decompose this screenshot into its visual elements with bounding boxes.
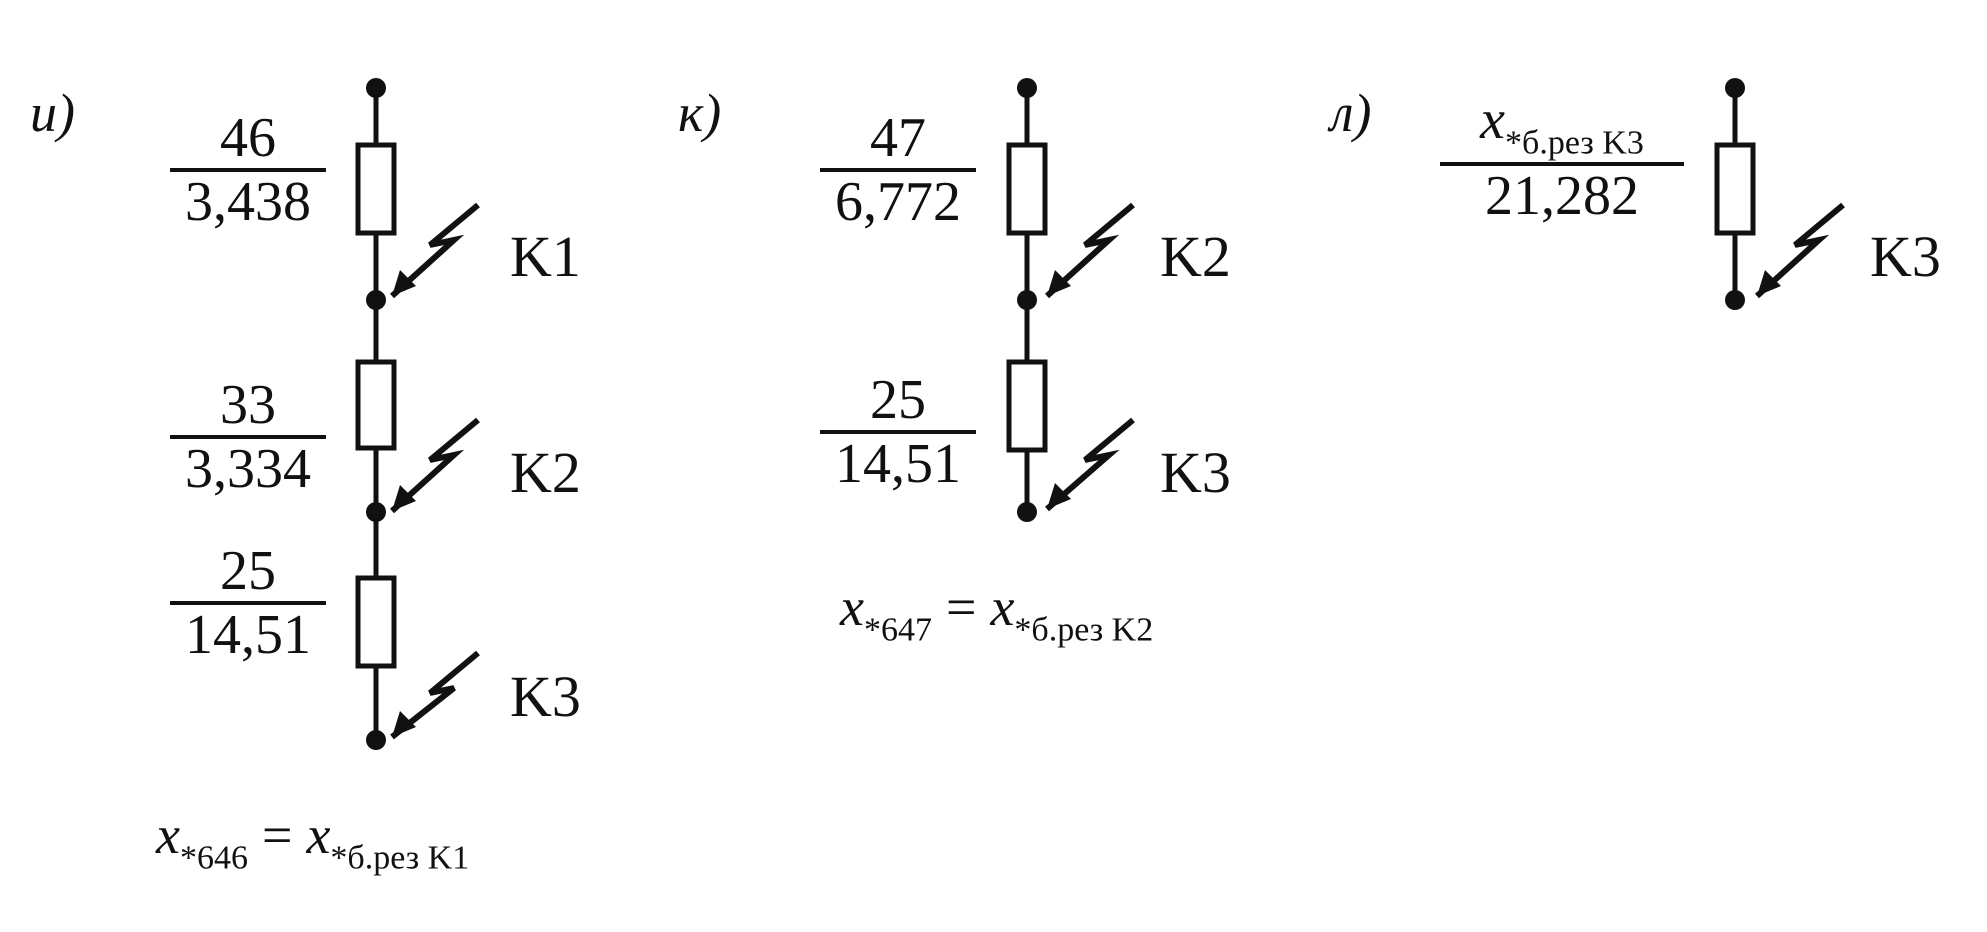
fraction-denominator: 3,438 <box>185 171 311 233</box>
fault-arrow-K2 <box>1044 202 1135 299</box>
node-label-K3: K3 <box>1160 440 1231 505</box>
node-label-K2: K2 <box>1160 224 1231 289</box>
fraction-numerator: 33 <box>220 374 276 436</box>
fraction-denominator: 3,334 <box>185 438 311 500</box>
fault-arrow-K2 <box>389 417 480 514</box>
fault-arrow-K3 <box>390 650 480 740</box>
equation-i: x*646=x*б.рез K1 <box>156 805 470 877</box>
nodes-i <box>366 78 386 750</box>
node-K2 <box>1017 290 1037 310</box>
fault-arrows-k <box>1044 202 1135 512</box>
fault-arrow-K3 <box>1754 202 1845 299</box>
panel-label-k: к) <box>678 83 722 143</box>
fraction-denominator: 14,51 <box>835 433 961 495</box>
fraction-numerator: x*б.рез K3 <box>1480 89 1644 162</box>
fraction-bar <box>170 601 326 605</box>
node-K2 <box>366 502 386 522</box>
fraction-bar <box>170 435 326 439</box>
fault-arrows-i <box>389 202 480 740</box>
nodes-l <box>1725 78 1745 310</box>
panel-label-l: л) <box>1330 83 1372 143</box>
fraction-numerator: 46 <box>220 107 276 169</box>
fault-arrow-K1 <box>389 202 480 299</box>
impedance-fraction: 25 14,51 <box>170 543 326 663</box>
circuit-l <box>1714 88 1756 300</box>
fraction-bar <box>1440 162 1684 167</box>
fault-arrow-K3 <box>1045 417 1135 512</box>
fraction-bar <box>170 168 326 172</box>
node-label-K1: K1 <box>510 224 581 289</box>
equation-k: x*647=x*б.рез K2 <box>840 577 1154 649</box>
node-label-K2: K2 <box>510 440 581 505</box>
fraction-denominator: 21,282 <box>1485 165 1639 228</box>
circuit-k <box>1006 88 1048 512</box>
impedance-fraction: 46 3,438 <box>170 110 326 230</box>
fraction-denominator: 6,772 <box>835 171 961 233</box>
fraction-numerator: 25 <box>220 540 276 602</box>
fault-arrows-l <box>1754 202 1845 299</box>
node-label-K3: K3 <box>510 664 581 729</box>
fraction-denominator: 14,51 <box>185 604 311 666</box>
impedance-fraction: 33 3,334 <box>170 377 326 497</box>
terminal-node <box>1725 78 1745 98</box>
fraction-bar <box>820 430 976 434</box>
node-label-K3: K3 <box>1870 224 1941 289</box>
node-K1 <box>366 290 386 310</box>
node-K3 <box>1017 502 1037 522</box>
fraction-numerator: 25 <box>870 369 926 431</box>
nodes-k <box>1017 78 1037 522</box>
impedance-fraction: 47 6,772 <box>820 110 976 230</box>
impedance-fraction: x*б.рез K3 21,282 <box>1440 92 1684 224</box>
panel-label-i: и) <box>30 83 75 143</box>
terminal-node <box>1017 78 1037 98</box>
fraction-bar <box>820 168 976 172</box>
fraction-numerator: 47 <box>870 107 926 169</box>
node-K3 <box>1725 290 1745 310</box>
impedance-fraction: 25 14,51 <box>820 372 976 492</box>
node-K3 <box>366 730 386 750</box>
terminal-node <box>366 78 386 98</box>
circuit-i <box>355 88 397 740</box>
